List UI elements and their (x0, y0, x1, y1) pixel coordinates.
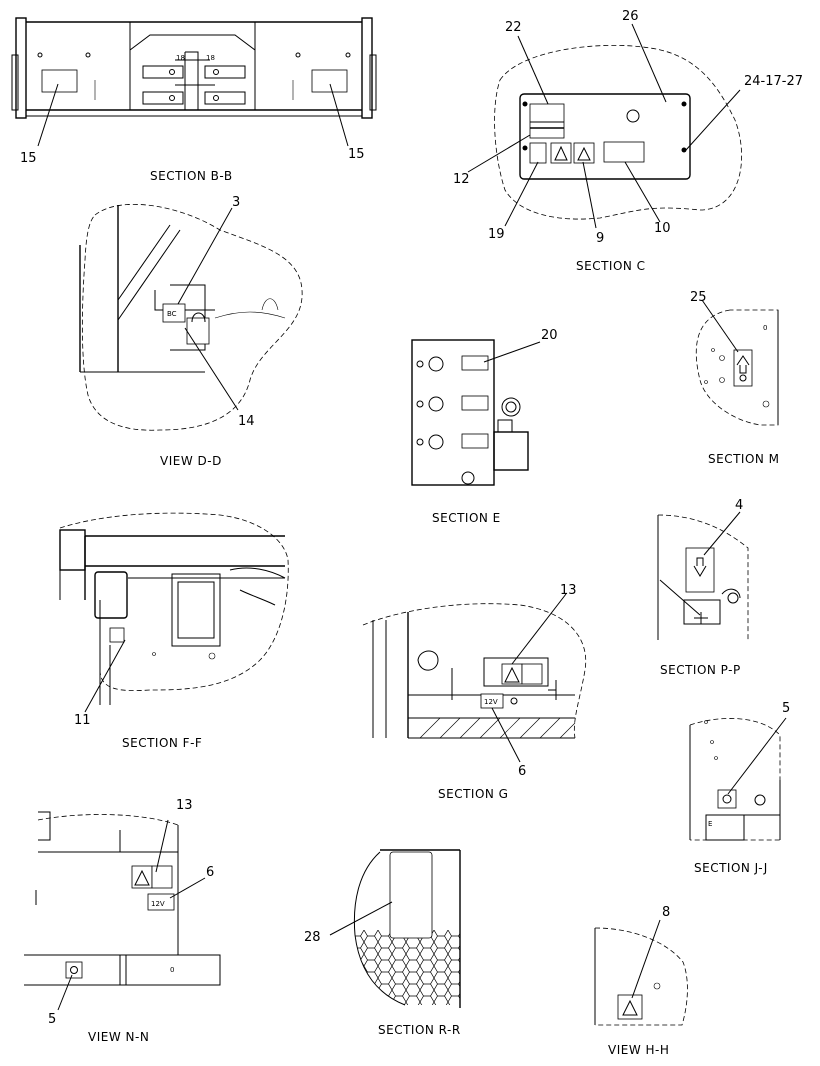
callout-nn-6: 6 (206, 865, 214, 880)
callout-c-9: 9 (596, 231, 604, 246)
nn-voltage-mark: 12V (151, 900, 165, 908)
callout-c-10: 10 (654, 221, 671, 236)
section-rr-drawing (329, 849, 461, 1008)
caption-section-rr: SECTION R-R (378, 1023, 461, 1037)
caption-section-e: SECTION E (432, 511, 501, 525)
view-dd-drawing (79, 204, 303, 431)
callout-hh-8: 8 (662, 905, 670, 920)
callout-g-6: 6 (518, 764, 526, 779)
section-m-drawing (695, 299, 779, 426)
callout-c-22: 22 (505, 20, 522, 35)
jj-box-mark: E (708, 820, 712, 828)
view-nn-drawing (24, 811, 221, 1011)
callout-c-24-17-27: 24-17-27 (744, 74, 803, 89)
caption-view-nn: VIEW N-N (88, 1030, 149, 1044)
bb-center-left-mark: 18 (176, 54, 185, 62)
callout-dd-14: 14 (238, 414, 255, 429)
caption-section-m: SECTION M (708, 452, 780, 466)
section-pp-drawing (657, 511, 749, 640)
caption-section-ff: SECTION F-F (122, 736, 202, 750)
callout-m-25: 25 (690, 290, 707, 305)
callout-c-19: 19 (488, 227, 505, 242)
callout-pp-4: 4 (735, 498, 743, 513)
callout-c-26: 26 (622, 9, 639, 24)
caption-view-dd: VIEW D-D (160, 454, 222, 468)
section-ff-drawing (59, 512, 289, 713)
callout-rr-28: 28 (304, 930, 321, 945)
m-zero-mark: 0 (763, 324, 767, 332)
callout-bb-left: 15 (20, 151, 37, 166)
callout-dd-3: 3 (232, 195, 240, 210)
callout-nn-13: 13 (176, 798, 193, 813)
caption-view-hh: VIEW H-H (608, 1043, 669, 1057)
section-c-drawing (467, 23, 742, 229)
dd-plate-mark: BC (167, 310, 177, 318)
callout-e-20: 20 (541, 328, 558, 343)
section-jj-drawing (689, 717, 787, 841)
section-e-drawing (411, 339, 541, 486)
caption-section-jj: SECTION J-J (694, 861, 768, 875)
caption-section-pp: SECTION P-P (660, 663, 741, 677)
callout-ff-11: 11 (74, 713, 91, 728)
caption-section-bb: SECTION B-B (150, 169, 233, 183)
nn-zero-mark: 0 (170, 966, 174, 974)
callout-g-13: 13 (560, 583, 577, 598)
callout-nn-5: 5 (48, 1012, 56, 1027)
callout-c-12: 12 (453, 172, 470, 187)
section-bb-drawing (11, 17, 377, 147)
g-voltage-mark: 12V (484, 698, 498, 706)
caption-section-g: SECTION G (438, 787, 508, 801)
callout-jj-5: 5 (782, 701, 790, 716)
caption-section-c: SECTION C (576, 259, 646, 273)
bb-center-right-mark: 18 (206, 54, 215, 62)
view-hh-drawing (594, 919, 688, 1026)
section-g-drawing (362, 593, 587, 763)
callout-bb-right: 15 (348, 147, 365, 162)
